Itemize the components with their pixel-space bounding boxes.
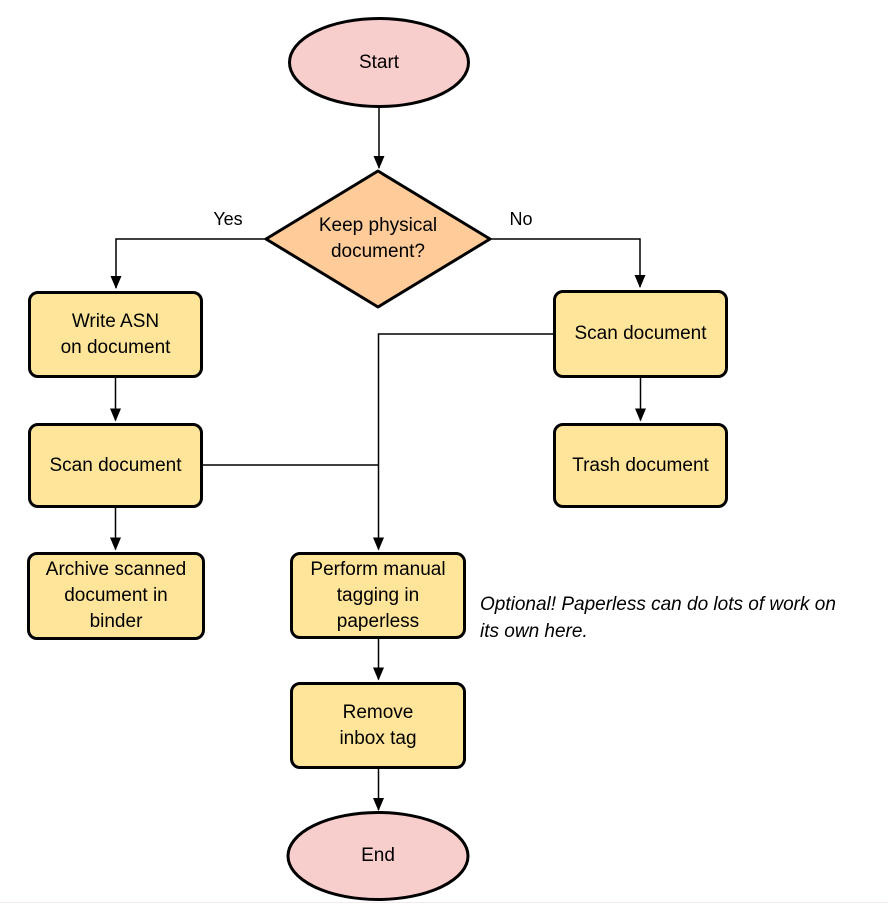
node-perform-manual-tagging: Perform manual tagging in paperless bbox=[290, 552, 466, 639]
edge-decision-to-scan-right-no bbox=[490, 238, 646, 288]
optional-note: Optional! Paperless can do lots of work … bbox=[480, 594, 836, 642]
node-scan-document-right: Scan document bbox=[553, 290, 728, 378]
page-bottom-divider bbox=[0, 902, 888, 903]
start-terminal-shape bbox=[288, 17, 470, 108]
edge-decision-to-write-asn-yes bbox=[110, 238, 266, 289]
end-terminal-shape bbox=[286, 811, 470, 901]
node-write-asn: Write ASN on document bbox=[28, 291, 203, 378]
node-trash-document: Trash document bbox=[553, 423, 728, 508]
node-remove-inbox-tag: Remove inbox tag bbox=[290, 682, 466, 769]
node-archive-scanned-document: Archive scanned document in binder bbox=[27, 552, 205, 640]
edge-scan-right-to-tagging bbox=[373, 333, 553, 551]
decision-diamond-shape bbox=[264, 169, 492, 309]
node-scan-document-left: Scan document bbox=[28, 423, 203, 508]
